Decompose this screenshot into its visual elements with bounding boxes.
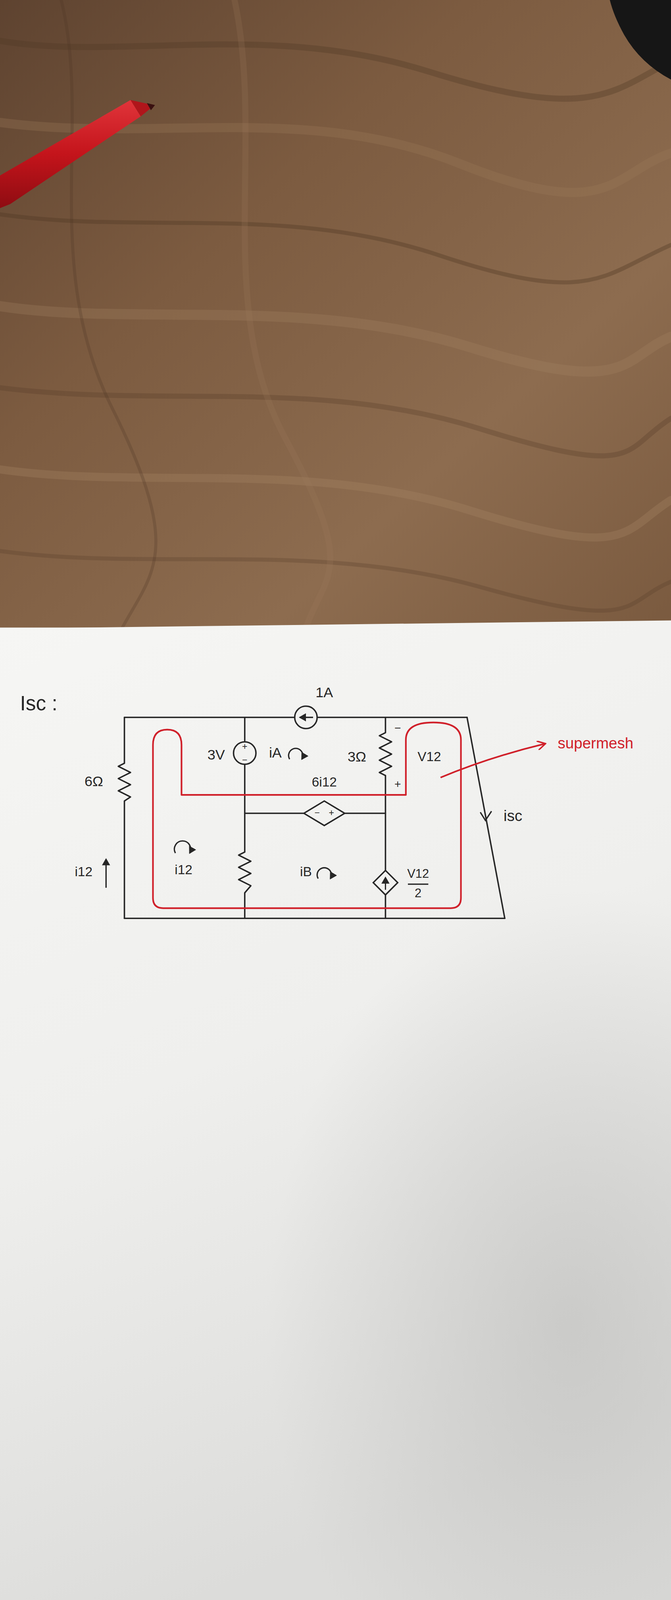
circuit-wires xyxy=(384,894,387,919)
polarity-sign: + xyxy=(328,807,335,818)
voltage-label: V12 xyxy=(416,749,443,764)
supermesh-note: supermesh xyxy=(557,735,634,752)
circuit-title: Isc : xyxy=(20,692,58,715)
mesh-current-label: i12 xyxy=(174,863,193,877)
dependent-source-value: V12 xyxy=(407,867,429,881)
circuit-wires xyxy=(344,812,386,815)
circuit-wires xyxy=(384,775,387,871)
voltage-source-symbol xyxy=(233,741,257,765)
wood-table xyxy=(0,0,671,628)
resistor-symbol xyxy=(118,732,392,893)
dependent-source-value: 6i12 xyxy=(310,775,339,790)
current-source-symbol xyxy=(294,705,318,729)
polarity-sign: + xyxy=(242,741,248,752)
wood-table xyxy=(0,469,671,538)
current-direction-arrow xyxy=(105,748,492,888)
mesh-current-label: iB xyxy=(299,865,312,879)
wood-table xyxy=(234,0,331,628)
red-pen xyxy=(130,99,151,117)
circuit-wires xyxy=(244,764,246,852)
black-object xyxy=(609,0,671,80)
source-value: 1A xyxy=(315,684,333,700)
current-direction-arrow xyxy=(317,867,332,879)
circuit-wires xyxy=(124,917,506,920)
wood-table xyxy=(0,214,671,283)
black-object xyxy=(609,0,671,80)
resistor-value: 3Ω xyxy=(347,749,367,765)
wood-table xyxy=(0,551,671,611)
current-source-symbol xyxy=(294,705,318,729)
dependent-current-source-symbol xyxy=(373,870,398,895)
current-direction-arrow xyxy=(288,748,303,760)
circuit-wires xyxy=(244,717,246,743)
dependent-source-value: 2 xyxy=(414,886,422,900)
polarity-sign: − xyxy=(394,722,402,735)
red-pen xyxy=(146,103,156,111)
wood-table xyxy=(0,0,671,628)
wood-table xyxy=(0,40,671,99)
fraction-bar xyxy=(407,883,429,885)
red-pen xyxy=(0,99,141,209)
dependent-current-source-symbol xyxy=(384,877,387,890)
supermesh-loop xyxy=(152,722,461,909)
circuit-wires xyxy=(123,801,126,919)
current-direction-arrow xyxy=(105,859,107,888)
circuit-wires xyxy=(244,812,304,815)
source-value: 3V xyxy=(207,747,225,763)
polarity-sign: − xyxy=(314,807,320,818)
paper-sheet xyxy=(0,620,671,1600)
paper-sheet xyxy=(0,620,671,1600)
resistor-symbol xyxy=(238,851,251,893)
resistor-value: 6Ω xyxy=(84,773,104,789)
voltage-source-symbol xyxy=(233,741,257,765)
circuit-wires xyxy=(384,717,387,733)
wood-table xyxy=(61,0,156,628)
dependent-voltage-source-symbol xyxy=(303,801,345,826)
current-label: i12 xyxy=(74,865,93,879)
paper-sheet xyxy=(0,620,671,1600)
wood-table xyxy=(0,305,671,372)
supermesh-loop xyxy=(152,722,545,909)
wood-table xyxy=(0,0,671,628)
polarity-sign: − xyxy=(242,754,248,765)
red-pen xyxy=(0,99,156,209)
current-label: isc xyxy=(503,807,523,824)
current-direction-arrow xyxy=(480,811,492,821)
mesh-current-label: iA xyxy=(269,745,282,761)
circuit-wires xyxy=(123,717,126,764)
resistor-symbol xyxy=(379,732,392,776)
dependent-voltage-source-symbol xyxy=(303,801,345,826)
polarity-sign: + xyxy=(394,778,402,791)
circuit-wires xyxy=(124,717,506,919)
circuit-wires xyxy=(244,892,246,919)
circuit-wires xyxy=(467,717,505,919)
wood-table xyxy=(0,387,671,456)
fraction-bar xyxy=(407,883,429,885)
dependent-current-source-symbol xyxy=(373,870,398,895)
resistor-symbol xyxy=(118,763,131,801)
current-direction-arrow xyxy=(174,840,191,854)
supermesh-loop xyxy=(440,744,545,778)
current-source-symbol xyxy=(299,716,314,719)
